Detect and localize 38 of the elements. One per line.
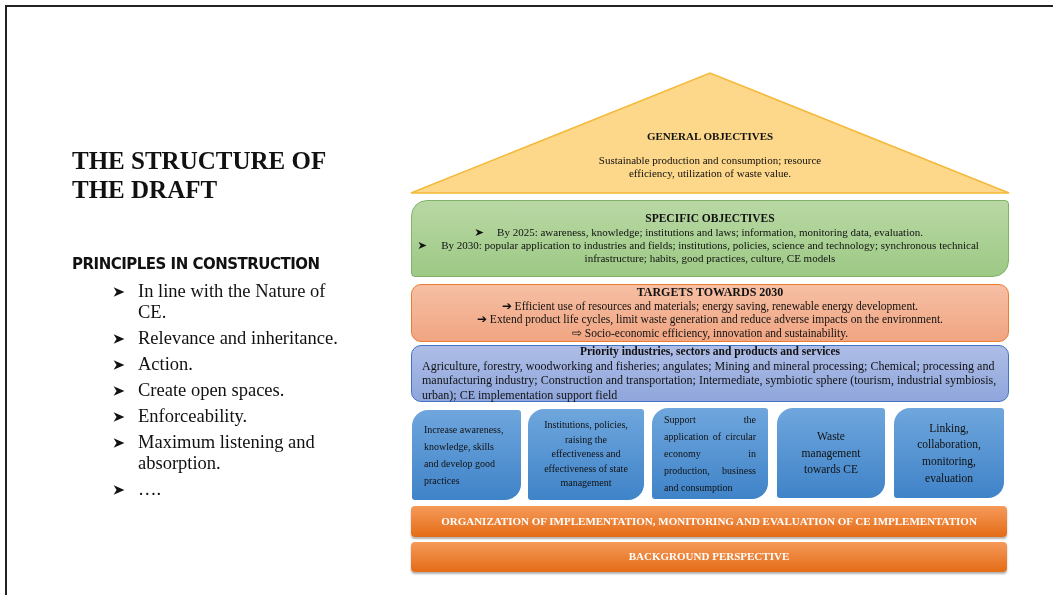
- pillar-box: [652, 408, 768, 499]
- list-item: Action.: [138, 354, 194, 375]
- body-text: Institutions, policies, raising the effectiveness and effectiveness of state management: [543, 418, 629, 491]
- list-item: ….: [138, 479, 163, 500]
- foundation-bar: [411, 506, 1007, 537]
- list-item: Maximum listening and absorption.: [138, 432, 316, 474]
- pillar-box: [777, 408, 885, 498]
- body-text: By 2025: awareness, knowledge; institutions and laws; information, monitoring data, evaluation.: [497, 225, 923, 239]
- pillar-box: [894, 408, 1004, 498]
- body-text: Increase awareness, knowledge, skills and develop good practices: [424, 423, 505, 488]
- body-text: Waste management towards CE: [800, 429, 862, 478]
- list-item: Relevance and inheritance.: [138, 328, 339, 349]
- targets-band: [411, 284, 1009, 342]
- list-item: In line with the Nature of CE.: [138, 281, 327, 323]
- body-text: By 2030: popular application to industries and fields; institutions, policies, science and technology; synchronous technical infrastructure; habits, good practices, culture, CE models: [440, 238, 980, 266]
- heading-text: SPECIFIC OBJECTIVES: [645, 211, 775, 226]
- foundation-bar: [411, 542, 1007, 572]
- body-text: BACKGROUND PERSPECTIVE: [628, 550, 790, 564]
- body-text: ➔ Extend product life cycles, limit waste generation and reduce adverse impacts on the environment.: [477, 313, 943, 328]
- heading-text: GENERAL OBJECTIVES: [646, 130, 774, 144]
- pillar-box: [528, 409, 644, 500]
- pillar-box: [412, 410, 521, 500]
- body-text: ORGANIZATION OF IMPLEMENTATION, MONITORING AND EVALUATION OF CE IMPLEMENTATION: [441, 514, 977, 529]
- objectives-band: [411, 200, 1009, 277]
- section-heading: PRINCIPLES IN CONSTRUCTION: [72, 255, 320, 273]
- list-item: Create open spaces.: [138, 380, 286, 401]
- body-text: Sustainable production and consumption; resource efficiency, utilization of waste value.: [597, 153, 823, 180]
- body-text: Support the application of circular economy in production, business and consumption: [664, 413, 756, 495]
- priority-band: [411, 345, 1009, 402]
- heading-text: Priority industries, sectors and products and services: [579, 345, 841, 359]
- body-text: Linking, collaboration, monitoring, evaluation: [916, 420, 982, 486]
- body-text: ⇨ Socio-economic efficiency, innovation and sustainability.: [571, 327, 849, 341]
- list-item: Enforceability.: [138, 406, 249, 427]
- body-text: Agriculture, forestry, woodworking and fisheries; angulates; Mining and mineral processing; Chemical; processing and manufacturing industry; Construction and transportation; Intermediate, symbiotic sphere (tourism, industrial symbiosis, urban); CE implementation support field: [422, 358, 998, 402]
- slide-title: THE STRUCTURE OF THE DRAFT: [72, 146, 327, 204]
- roof-triangle: [410, 72, 1010, 194]
- heading-text: TARGETS TOWARDS 2030: [636, 285, 784, 300]
- body-text: ➔ Efficient use of resources and materials; energy saving, renewable energy development.: [501, 299, 919, 314]
